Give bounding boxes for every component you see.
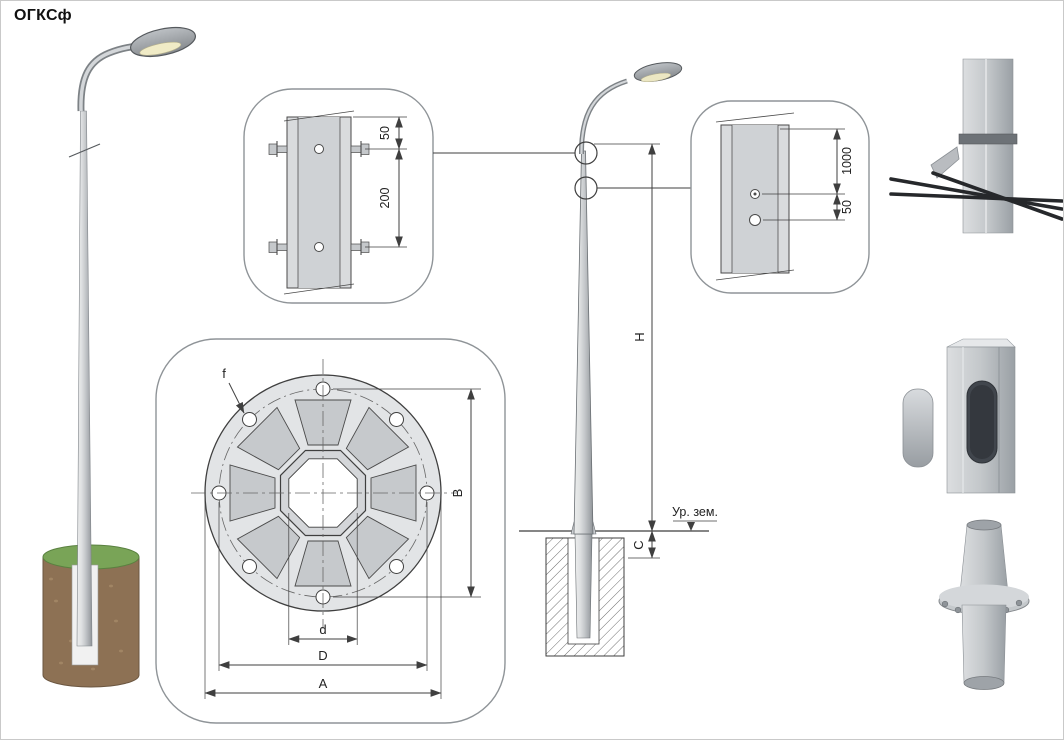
bolt-hole bbox=[314, 242, 324, 252]
detail-callout-top: 50 200 bbox=[243, 88, 575, 304]
hole-leader bbox=[228, 382, 245, 414]
pole-break-mark bbox=[68, 143, 101, 158]
pole-top-face bbox=[946, 338, 1016, 348]
pole-embedded bbox=[574, 533, 593, 639]
dim-label-D: D bbox=[318, 648, 327, 663]
detail-marker-circle-lower bbox=[574, 176, 598, 200]
lamp-head bbox=[130, 26, 196, 58]
flange-detail-callout: f B d D A bbox=[155, 338, 506, 724]
render-access-door bbox=[902, 338, 1016, 494]
pole-column bbox=[962, 58, 1014, 234]
pole-section-core bbox=[298, 117, 340, 288]
cone-mouth bbox=[966, 519, 1002, 531]
dim-label-f: f bbox=[222, 366, 226, 381]
pole-shaft bbox=[76, 110, 93, 647]
render-flange-base bbox=[938, 519, 1030, 690]
lamp-arm-highlight bbox=[79, 44, 139, 112]
lamp-head bbox=[633, 62, 683, 83]
dim-label-C: C bbox=[631, 540, 646, 549]
dim-label-50: 50 bbox=[840, 200, 854, 214]
dim-label-A: A bbox=[319, 676, 328, 691]
dim-label-200: 200 bbox=[378, 188, 392, 209]
base-cone bbox=[959, 524, 1009, 594]
suspension-cables bbox=[889, 171, 1063, 221]
pole-3d-render bbox=[42, 26, 196, 688]
hole bbox=[749, 214, 761, 226]
lamp-arm bbox=[77, 42, 139, 112]
pole-shaft bbox=[573, 150, 594, 535]
door-cover-plate bbox=[902, 388, 934, 468]
detail-callout-right: 1000 50 bbox=[690, 100, 870, 294]
dim-label-d: d bbox=[319, 622, 326, 637]
clamp-band bbox=[958, 133, 1018, 145]
break-mark-bottom bbox=[283, 283, 355, 295]
dim-label-50: 50 bbox=[378, 126, 392, 140]
flange-bolt-holes bbox=[211, 381, 435, 605]
break-mark-bottom bbox=[715, 269, 795, 281]
ground-level-symbol bbox=[687, 522, 695, 531]
pole-elevation: Ур. зем. H C bbox=[519, 62, 718, 657]
dim-label-B: B bbox=[450, 489, 465, 498]
ground-level-label: Ур. зем. bbox=[672, 505, 718, 519]
render-pole-clamp bbox=[889, 58, 1063, 234]
bolt-hole bbox=[314, 144, 324, 154]
break-mark-top bbox=[283, 110, 355, 122]
earthing-bolt-center bbox=[753, 192, 757, 196]
page-title: ОГКСф bbox=[14, 7, 72, 24]
base-sleeve bbox=[961, 604, 1007, 684]
dim-label-1000: 1000 bbox=[840, 147, 854, 175]
dim-label-H: H bbox=[632, 332, 647, 341]
lamp-arm-highlight bbox=[580, 79, 628, 155]
break-mark-top bbox=[715, 112, 795, 123]
anchor-cone bbox=[930, 146, 960, 179]
sleeve-bottom bbox=[963, 676, 1005, 690]
detail-marker-circle-upper bbox=[574, 141, 598, 165]
